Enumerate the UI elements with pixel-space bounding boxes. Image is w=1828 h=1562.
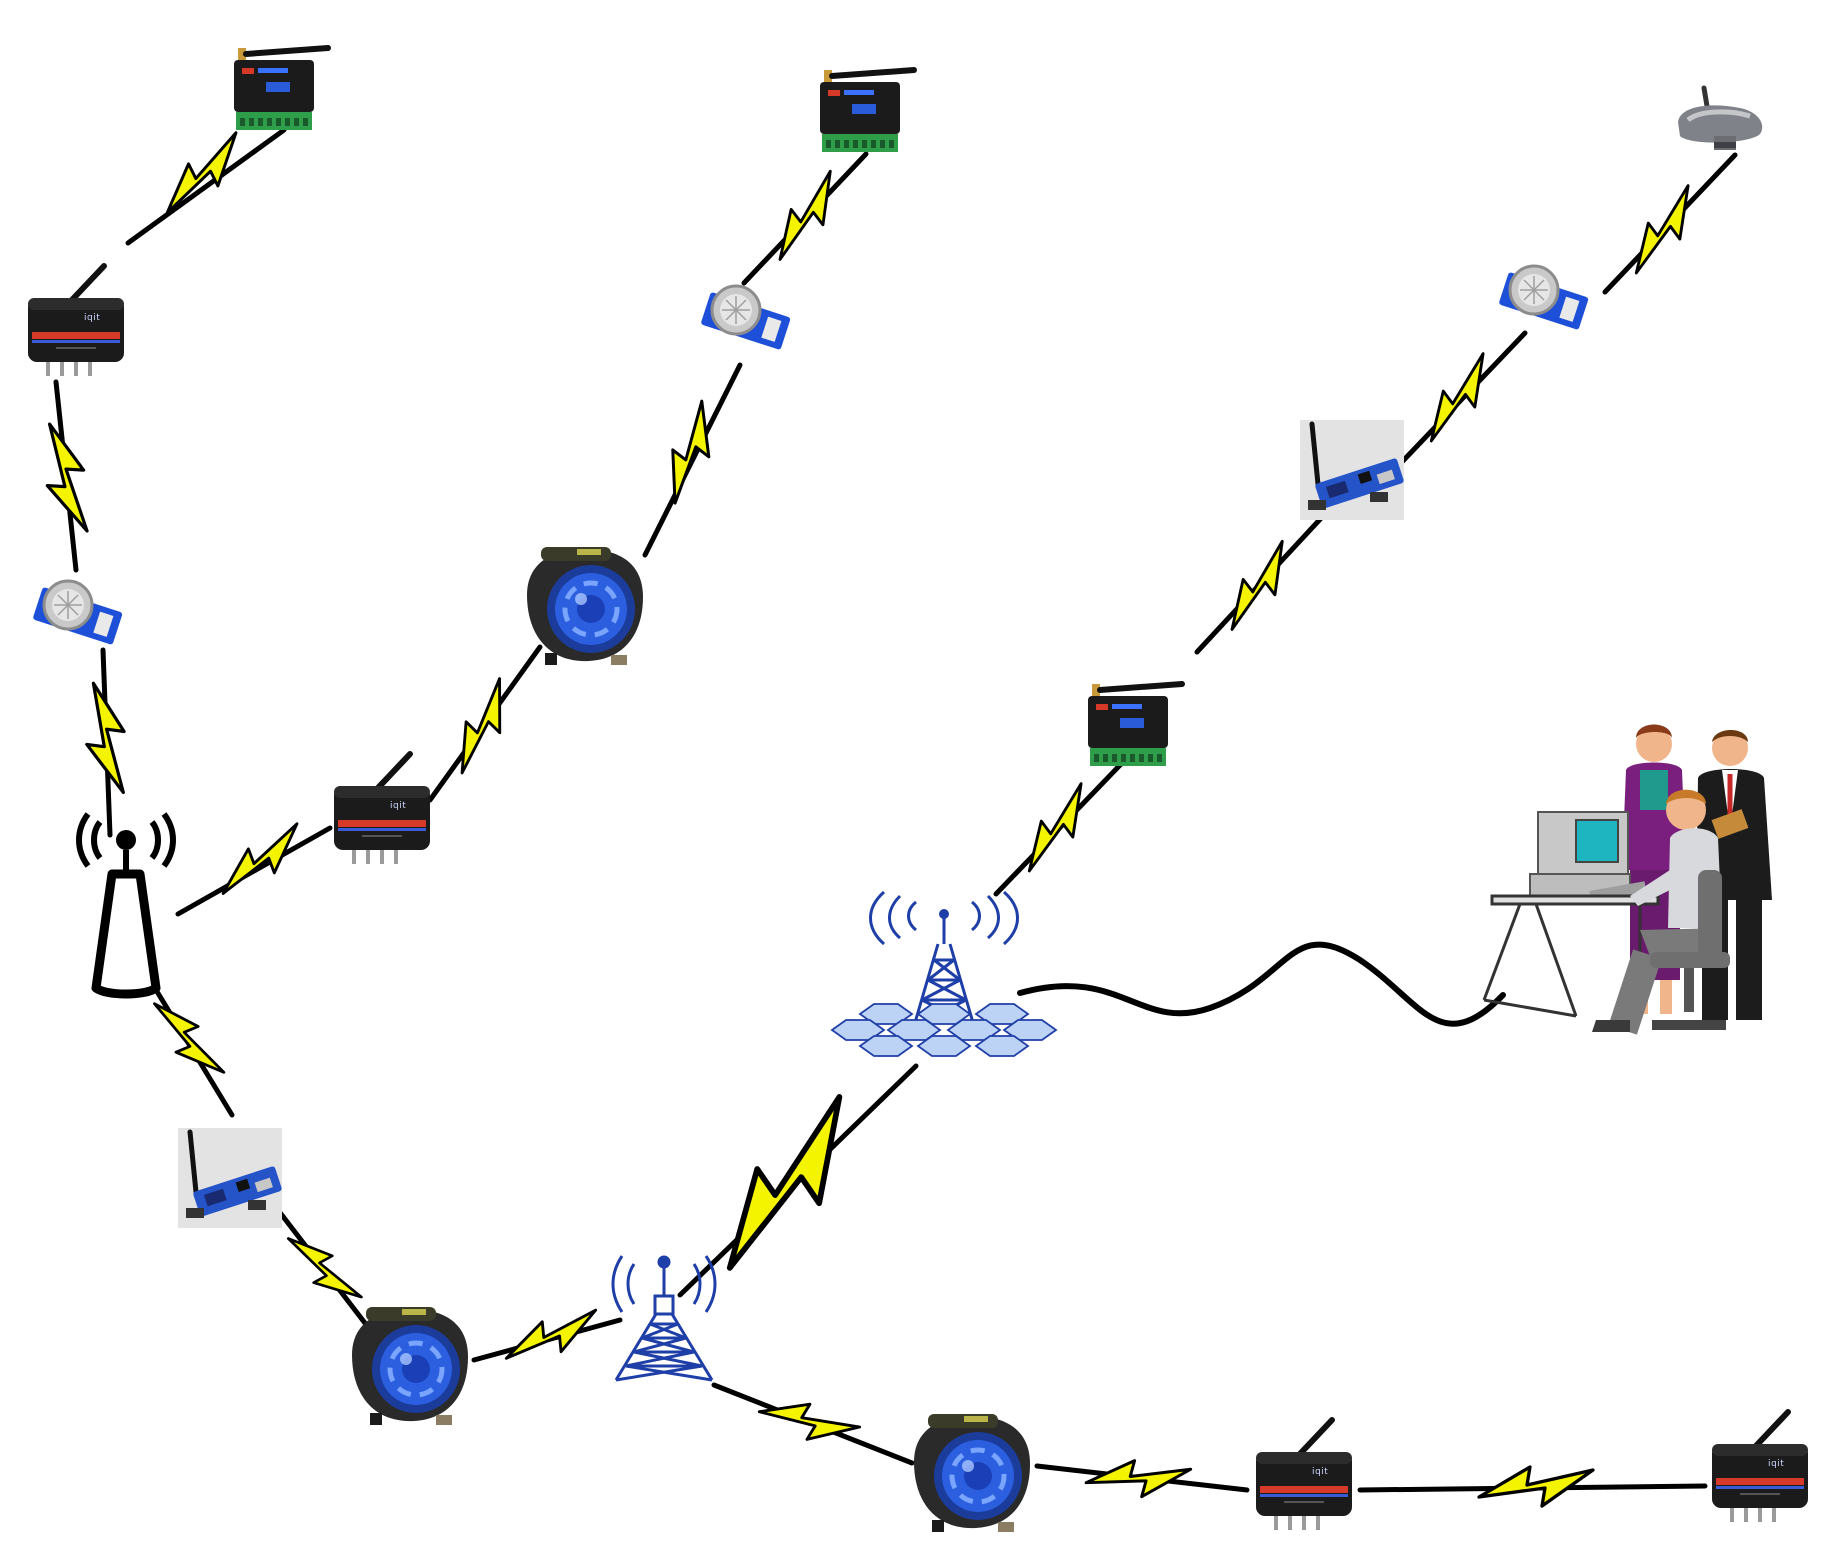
bolt-icon (146, 989, 228, 1090)
router-module-icon: iqit (1712, 1412, 1808, 1522)
blue-beacon-device-icon (352, 1307, 468, 1425)
wireless-links (53, 127, 1738, 1493)
dev-board-icon (178, 1128, 282, 1228)
computer-icon (1529, 811, 1647, 903)
base-station-icon (830, 890, 1058, 1057)
bolt-icon (149, 129, 257, 221)
router-module-icon: iqit (28, 266, 124, 376)
antenna-terminal-module-icon (1088, 684, 1182, 766)
transmission-tower-icon (611, 1255, 717, 1382)
router-badge-label: iqit (1312, 1467, 1328, 1477)
blue-beacon-device-icon (914, 1414, 1030, 1532)
router-module-icon: iqit (334, 754, 430, 864)
bolt-icon (208, 820, 315, 902)
operators-workstation-icon (1482, 724, 1772, 1035)
wifi-access-point-icon (1678, 88, 1762, 150)
desk-icon (1482, 894, 1660, 1018)
bolt-icon (39, 419, 92, 537)
router-badge-label: iqit (390, 801, 406, 811)
antenna-terminal-module-icon (820, 70, 914, 152)
gas-sensor-board-icon (698, 284, 793, 352)
wireless-signal-bolts (39, 129, 1712, 1508)
gas-sensor-board-icon (1496, 264, 1591, 332)
bolt-icon (1083, 1454, 1193, 1503)
router-badge-label: iqit (84, 313, 100, 323)
gas-sensor-board-icon (30, 579, 125, 647)
link-router-a-to-term-a (125, 127, 287, 246)
bolt-icon (498, 1306, 606, 1368)
dev-board-icon (1300, 420, 1404, 520)
bolt-icon (439, 675, 527, 779)
gateway-antenna-icon (76, 812, 176, 999)
bolt-icon (649, 398, 732, 509)
chair-icon (1650, 870, 1730, 1030)
blue-beacon-device-icon (527, 547, 643, 665)
router-badge-label: iqit (1768, 1459, 1784, 1469)
bolt-icon (754, 1386, 863, 1458)
antenna-terminal-module-icon (234, 48, 328, 130)
wired-link-base-station-to-workstation (1017, 941, 1506, 1027)
router-module-icon: iqit (1256, 1420, 1352, 1530)
